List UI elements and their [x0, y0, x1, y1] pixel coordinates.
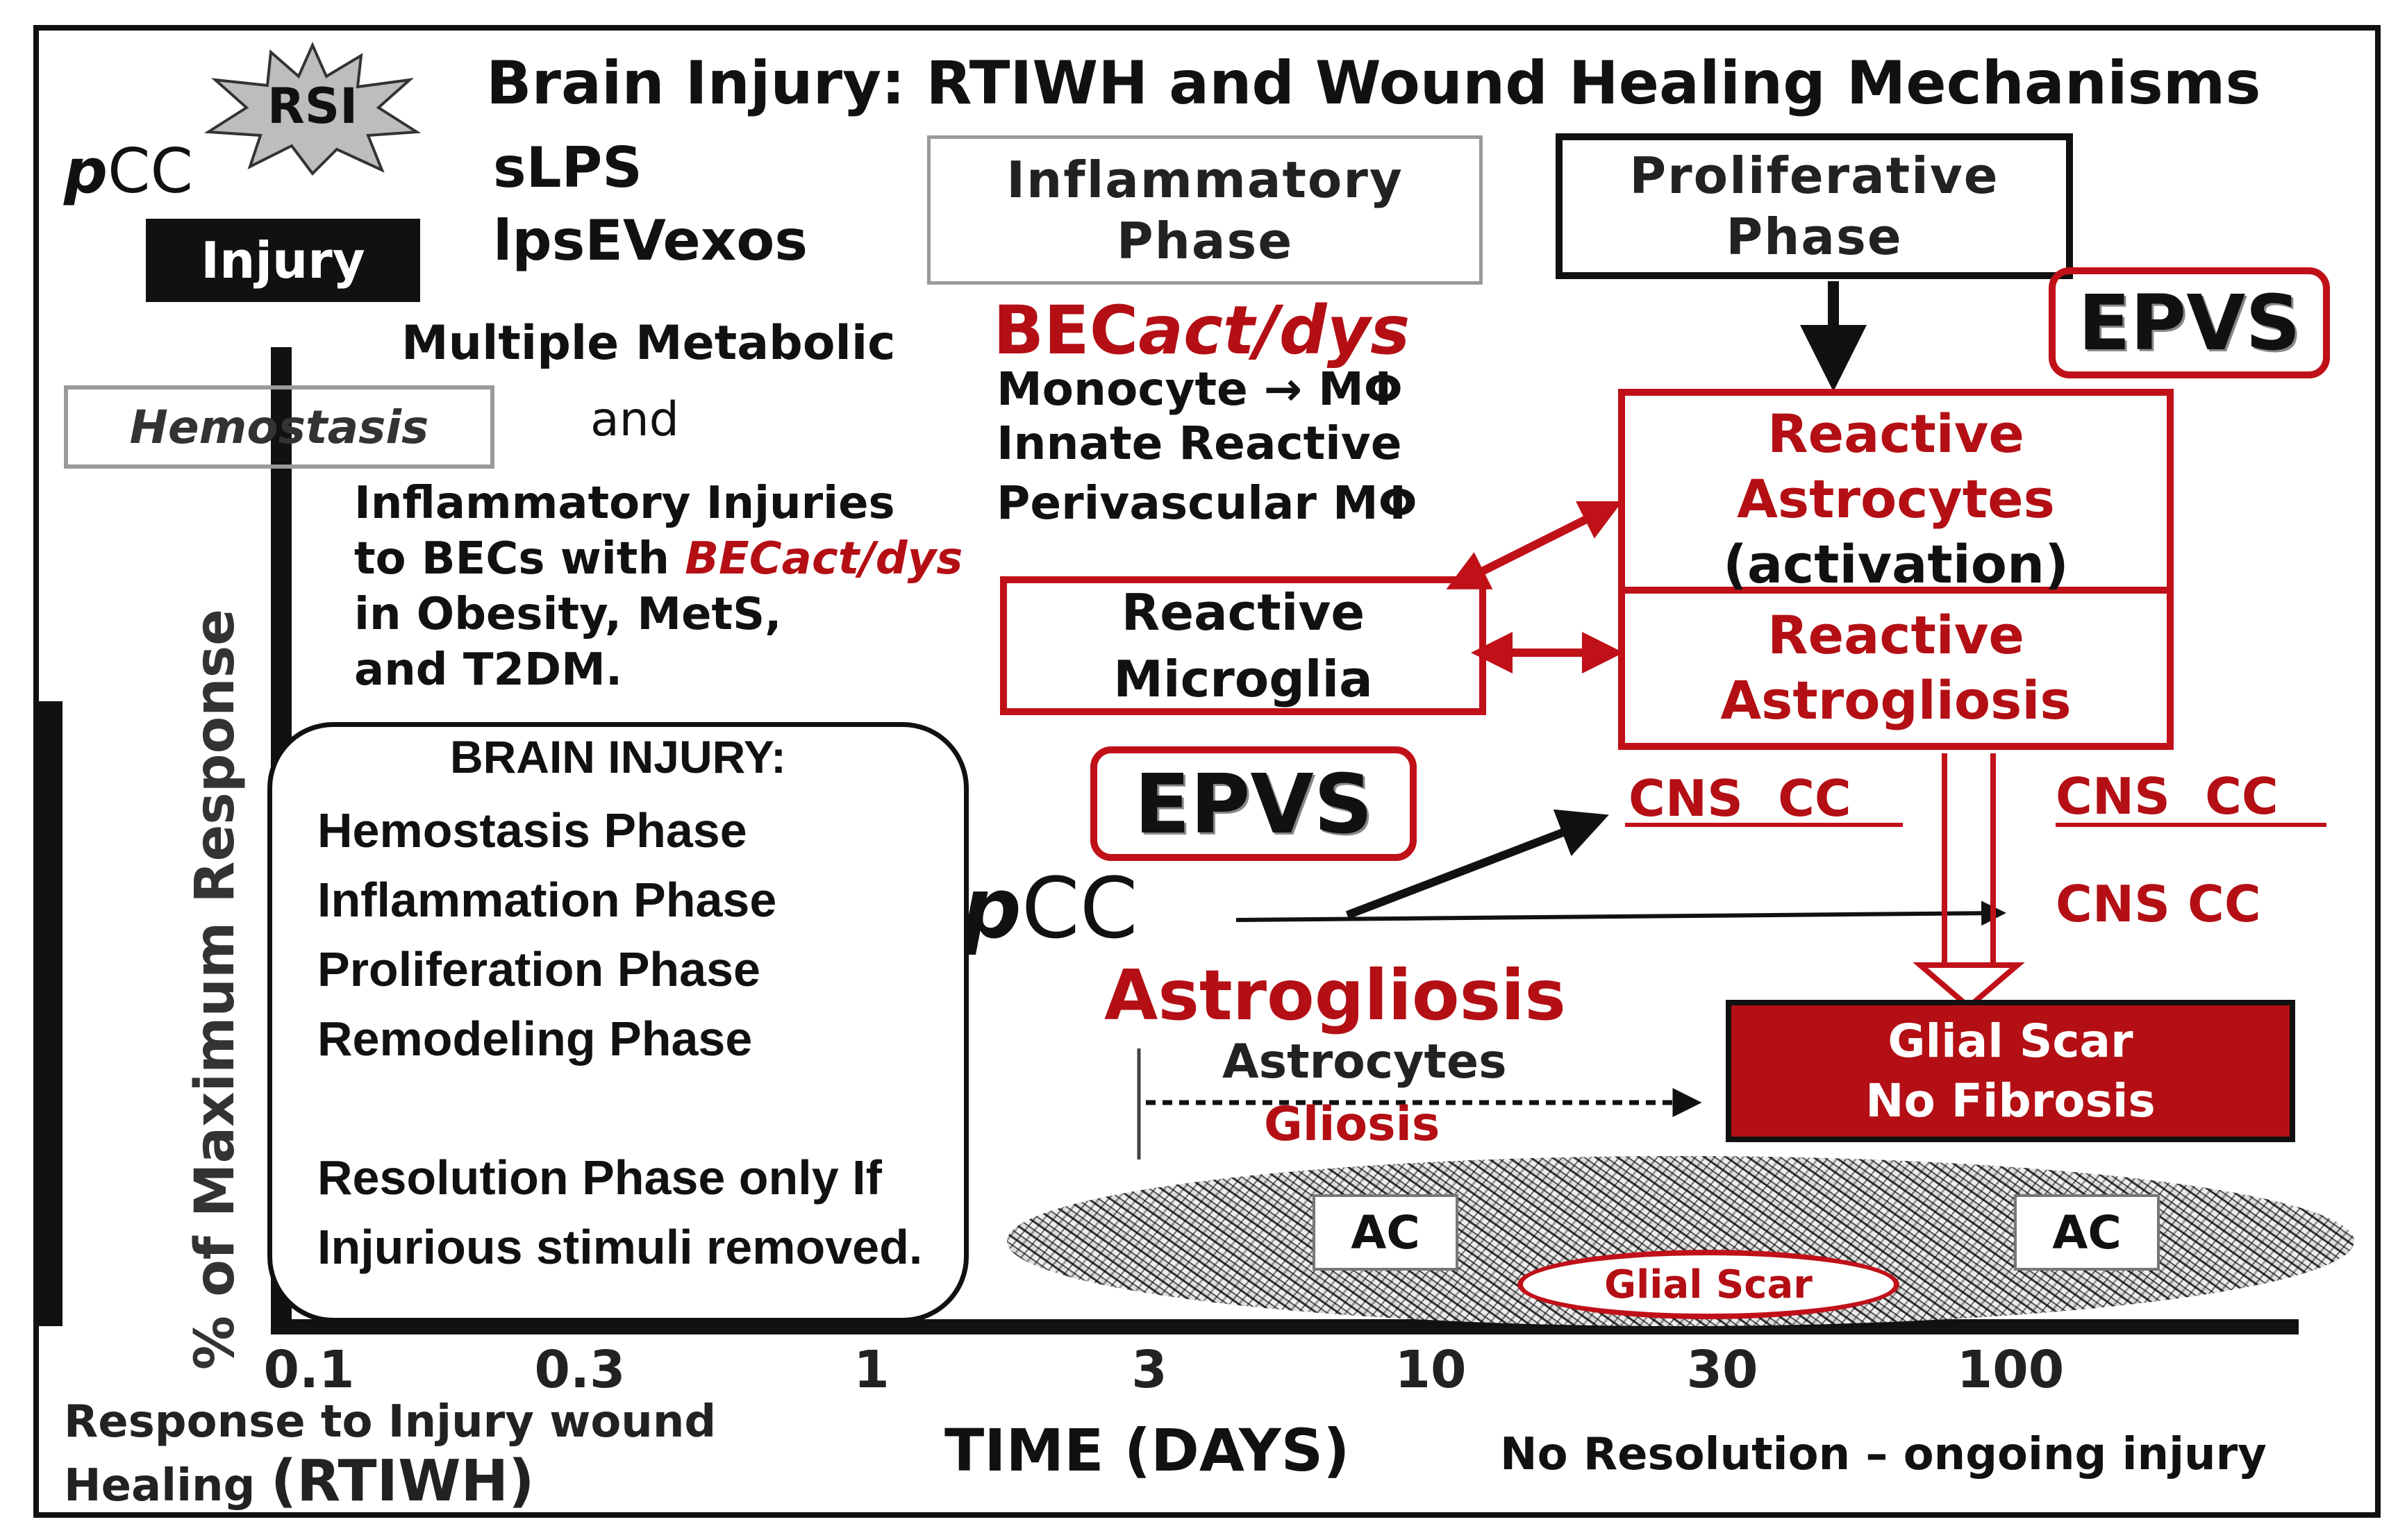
microglia-astrocytes-arrow: [1446, 501, 1623, 589]
reactive-astrocytes-text: Reactive Astrocytes (activation): [1723, 403, 2069, 595]
epvs-mid-box: EPVS: [1090, 746, 1417, 861]
page-title: Brain Injury: RTIWH and Wound Healing Me…: [486, 49, 2261, 118]
pcc-mid-label: pCC: [962, 861, 1138, 957]
rsi-label: RSI: [267, 78, 358, 135]
metabolic-line2: and: [590, 392, 679, 447]
down-arrowhead: [1913, 962, 2025, 1011]
cnscc-label-1: CNS CC: [1629, 769, 1851, 828]
slps-label: sLPS: [493, 135, 642, 200]
epvs-top-box: EPVS: [2049, 267, 2330, 378]
rsi-burst-icon: [203, 42, 422, 176]
phase-item: Remodeling Phase: [317, 1012, 753, 1066]
x-tick: 10: [1394, 1340, 1467, 1400]
no-resolution-label: No Resolution – ongoing injury: [1500, 1429, 2267, 1480]
brain-injury-title: BRAIN INJURY:: [449, 731, 786, 782]
inflammatory-cells-list: Monocyte → MΦ Innate Reactive Perivascul…: [997, 362, 1417, 530]
brain-injury-box: BRAIN INJURY: Hemostasis Phase Inflammat…: [267, 722, 969, 1323]
y-axis-label: % of Maximum Response: [184, 608, 247, 1371]
metabolic-paragraph: Inflammatory Injuries to BECs with BECac…: [354, 478, 963, 696]
left-edge-bar: [39, 701, 63, 1326]
phase-item: Hemostasis Phase: [317, 803, 747, 857]
becact-heading: BECact/dys: [993, 292, 1410, 369]
cnscc-label-3: CNS CC: [2056, 875, 2261, 933]
phase-item: Inflammation Phase: [317, 873, 777, 927]
reactive-astrogliosis-text: Reactive Astrogliosis: [1720, 604, 2072, 731]
glial-scar-oval: Glial Scar: [1517, 1250, 1899, 1319]
x-axis-label: TIME (DAYS): [944, 1416, 1350, 1484]
x-tick: 0.3: [534, 1340, 626, 1400]
x-tick: 3: [1131, 1340, 1167, 1400]
phase-item: Proliferation Phase: [317, 942, 760, 996]
x-tick: 30: [1686, 1340, 1758, 1400]
astrogliosis-label: Astrogliosis: [1104, 955, 1566, 1036]
x-tick: 100: [1956, 1340, 2065, 1400]
phase-list: Hemostasis Phase Inflammation Phase Prol…: [317, 796, 964, 1282]
pcc-horizontal-arrow: [1235, 901, 2006, 926]
lpsevexos-label: lpsEVexos: [493, 208, 808, 273]
x-tick: 1: [853, 1340, 890, 1400]
hemostasis-box: Hemostasis: [64, 385, 494, 469]
metabolic-line1: Multiple Metabolic: [401, 316, 896, 371]
x-tick: 0.1: [263, 1340, 355, 1400]
injury-label: Injury: [201, 231, 365, 290]
resolution-line1: Resolution Phase only If: [317, 1150, 882, 1205]
astrocytes-label: Astrocytes: [1222, 1035, 1507, 1089]
pcc-top-label: pCC: [64, 135, 193, 207]
resolution-line2: Injurious stimuli removed.: [317, 1220, 923, 1274]
injury-box: Injury: [146, 219, 420, 302]
ac-label-left: AC: [1313, 1194, 1458, 1271]
gliosis-label: Gliosis: [1264, 1097, 1440, 1152]
ac-label-right: AC: [2014, 1194, 2160, 1271]
pcc-to-cnscc-arrow: [1345, 809, 1609, 919]
rtiwh-label: Response to Injury wound Healing (RTIWH): [64, 1396, 717, 1514]
figure-frame: [33, 25, 2381, 1518]
cnscc-label-2: CNS CC: [2056, 767, 2279, 826]
reactive-divider: [1618, 587, 2174, 594]
reactive-astrocytes-container: [1618, 389, 2174, 750]
